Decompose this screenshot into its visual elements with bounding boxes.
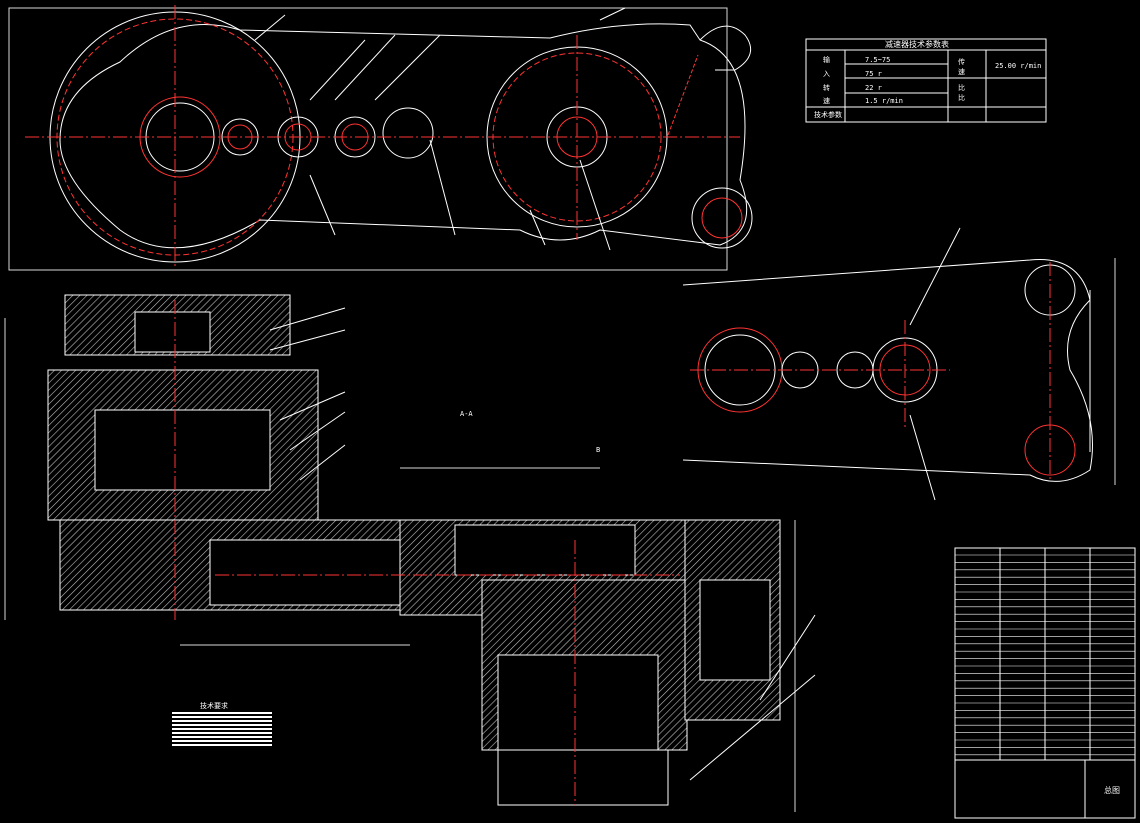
notes-text-block [172, 712, 272, 747]
param-right-label-1: 传 [958, 58, 965, 66]
hook [699, 25, 752, 71]
parts-list-frame [954, 547, 1136, 819]
section-label-b: B [596, 446, 601, 454]
param-right-label-2: 速 [958, 68, 965, 76]
param-row-4-label: 速 [823, 97, 830, 105]
title-block-label: 总图 [1104, 786, 1120, 795]
parts-list-rows [955, 554, 1135, 756]
section-view [4, 294, 816, 812]
param-row-2-label: 入 [823, 70, 830, 78]
arm-outline [59, 23, 748, 249]
param-right-label-4: 比 [958, 94, 965, 102]
param-table-title: 减速器技术参数表 [885, 40, 949, 49]
top-view [8, 5, 753, 271]
top-view-frame [8, 7, 728, 271]
param-right-value: 25.00 r/min [995, 62, 1042, 70]
param-table-frame [805, 38, 1047, 123]
param-footer-label: 技术参数 [814, 111, 842, 119]
param-row-2-value: 75 r [865, 70, 882, 78]
param-row-4-value: 1.5 r/min [865, 97, 903, 105]
param-right-label-3: 比 [958, 84, 965, 92]
param-row-1-label: 输 [823, 56, 830, 64]
flange-circle [691, 187, 753, 249]
notes-header: 技术要求 [200, 702, 228, 710]
opening-circle [382, 107, 434, 159]
param-row-1-value: 7.5~75 [865, 56, 891, 64]
param-row-3-value: 22 r [865, 84, 882, 92]
side-view [682, 227, 1116, 501]
side-view-outline [682, 259, 1093, 482]
section-label-a: A-A [460, 410, 473, 418]
param-row-3-label: 转 [823, 84, 830, 92]
